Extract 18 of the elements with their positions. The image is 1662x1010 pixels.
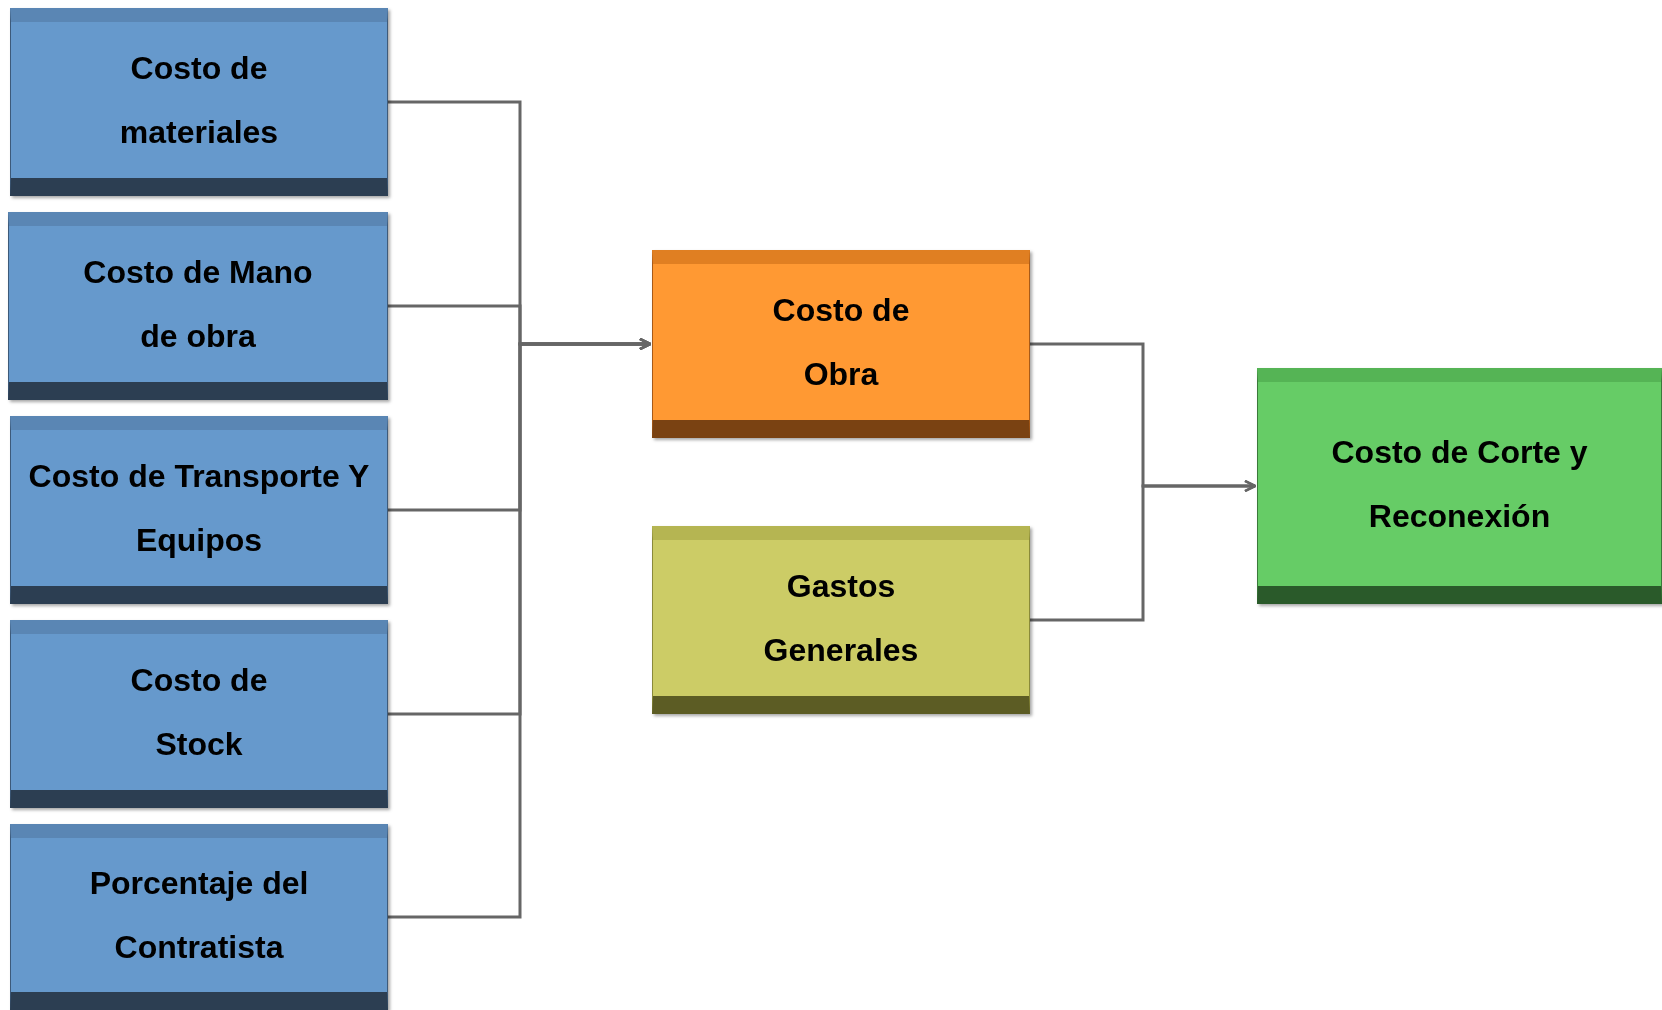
box-label: Costo de materiales — [118, 49, 280, 152]
box-label: Costo de Obra — [771, 291, 911, 394]
box-label: Costo de Transporte Y Equipos — [27, 457, 371, 560]
cost-box — [10, 8, 388, 196]
box-label: Costo de Stock — [129, 661, 269, 764]
cost-box — [10, 824, 388, 1010]
box-label: Gastos Generales — [762, 567, 920, 670]
cost-box — [8, 212, 388, 400]
cost-box — [10, 620, 388, 808]
cost-box — [10, 416, 388, 604]
cost-box — [652, 526, 1030, 714]
connector-arrow — [1030, 479, 1257, 622]
box-label: Costo de Corte y Reconexión — [1330, 433, 1589, 536]
connector-arrow — [388, 337, 652, 919]
total-cost-box — [1257, 368, 1662, 604]
box-label: Costo de Mano de obra — [82, 253, 314, 356]
box-label: Porcentaje del Contratista — [88, 864, 310, 967]
cost-box — [652, 250, 1030, 438]
